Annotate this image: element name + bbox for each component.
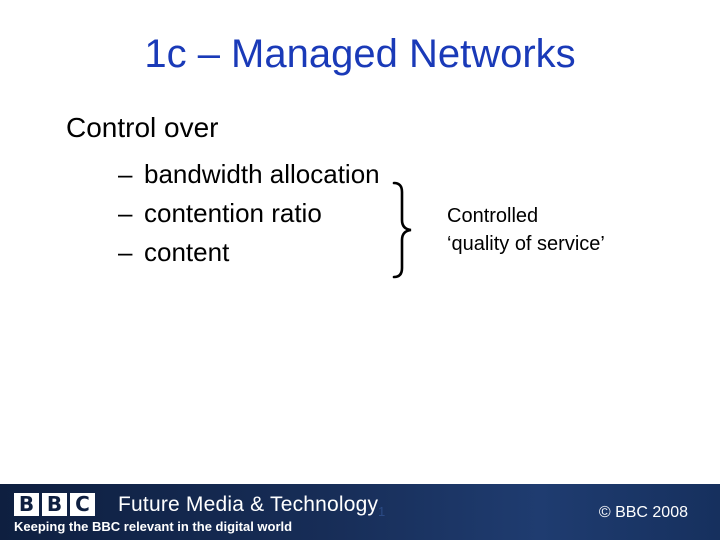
page-number: 1 bbox=[378, 504, 386, 519]
callout-note: Controlled ‘quality of service’ bbox=[447, 202, 605, 258]
copyright-notice: © BBC 2008 bbox=[598, 504, 688, 521]
bullet-text: content bbox=[144, 237, 230, 267]
division-name: Future Media & Technology bbox=[118, 493, 379, 516]
footer-bar: B B C Future Media & Technology Keeping … bbox=[0, 484, 720, 540]
logo-block: B bbox=[14, 493, 39, 516]
bullet-text: bandwidth allocation bbox=[144, 159, 380, 189]
note-line: ‘quality of service’ bbox=[447, 233, 605, 255]
bullet-dash: – bbox=[118, 237, 133, 267]
bullet-item: –content bbox=[118, 233, 380, 272]
tagline: Keeping the BBC relevant in the digital … bbox=[14, 519, 293, 534]
logo-block: C bbox=[70, 493, 95, 516]
note-line: Controlled bbox=[447, 205, 539, 227]
bullet-item: –contention ratio bbox=[118, 194, 380, 233]
bbc-logo: B B C bbox=[14, 493, 95, 516]
logo-block: B bbox=[42, 493, 67, 516]
bullet-item: –bandwidth allocation bbox=[118, 155, 380, 194]
slide-title: 1c – Managed Networks bbox=[144, 32, 576, 76]
curly-brace-icon bbox=[392, 181, 412, 279]
bullet-dash: – bbox=[118, 159, 133, 189]
bullet-list: –bandwidth allocation –contention ratio … bbox=[118, 155, 380, 272]
bullet-dash: – bbox=[118, 198, 133, 228]
heading-control-over: Control over bbox=[66, 112, 219, 143]
bullet-text: contention ratio bbox=[144, 198, 322, 228]
